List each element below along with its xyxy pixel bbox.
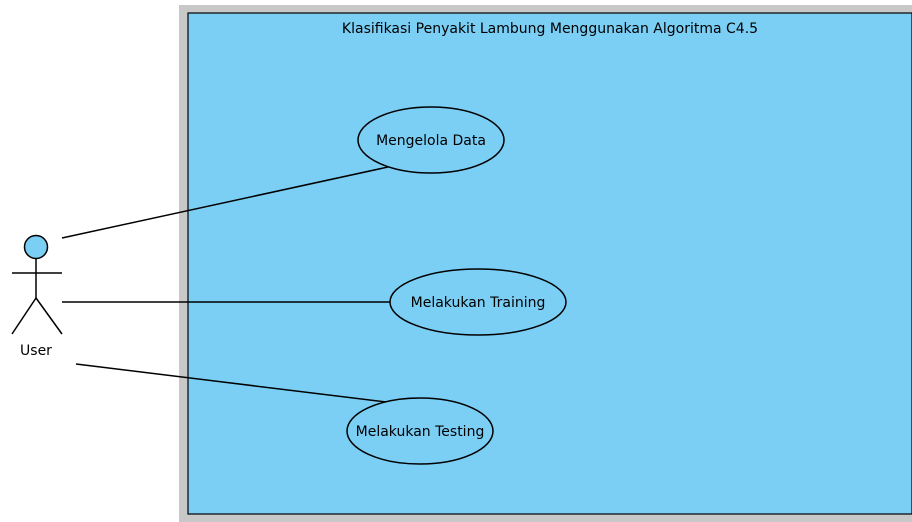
use-case-ellipse xyxy=(357,106,505,174)
association-melakukan-testing[interactable] xyxy=(75,363,387,403)
use-case-ellipse xyxy=(346,397,494,465)
actor-left-leg xyxy=(11,297,37,335)
actor-head xyxy=(23,234,49,260)
use-case-mengelola-data[interactable]: Mengelola Data xyxy=(357,106,505,174)
system-boundary[interactable]: Klasifikasi Penyakit Lambung Menggunakan… xyxy=(179,5,912,522)
use-case-ellipse xyxy=(389,268,567,336)
actor-label: User xyxy=(20,343,52,359)
use-case-label: Melakukan Training xyxy=(411,295,546,311)
association-mengelola-data[interactable] xyxy=(61,166,389,239)
use-case-label: Melakukan Testing xyxy=(356,424,485,440)
actor-right-leg xyxy=(35,297,63,335)
use-case-label: Mengelola Data xyxy=(376,133,486,149)
use-case-melakukan-testing[interactable]: Melakukan Testing xyxy=(346,397,494,465)
system-title: Klasifikasi Penyakit Lambung Menggunakan… xyxy=(342,21,758,37)
system-boundary-box xyxy=(187,12,912,515)
actor-user[interactable]: User xyxy=(11,234,63,360)
use-case-melakukan-training[interactable]: Melakukan Training xyxy=(389,268,567,336)
